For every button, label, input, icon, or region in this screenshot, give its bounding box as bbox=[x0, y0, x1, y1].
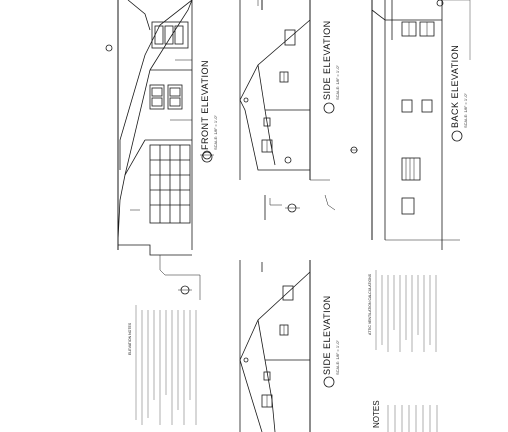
attic-vent-title: ATTIC VENTILATION CALCULATIONS bbox=[368, 273, 372, 335]
notes-title: NOTES bbox=[372, 400, 381, 428]
back-title-symbol bbox=[451, 130, 463, 142]
side-elevation-bottom-drawing bbox=[239, 260, 311, 432]
notes-block bbox=[387, 405, 438, 432]
side-elevation-bottom-title: SIDE ELEVATION bbox=[322, 295, 332, 375]
front-elevation-scale: SCALE: 1/8" = 1'-0" bbox=[213, 115, 218, 150]
back-elevation-scale: SCALE: 1/8" = 1'-0" bbox=[463, 93, 468, 128]
front-title-symbol bbox=[201, 151, 213, 163]
side-elevation-bottom-scale: SCALE: 1/8" = 1'-0" bbox=[335, 340, 340, 375]
back-elevation-drawing bbox=[350, 0, 471, 250]
side-top-title-symbol bbox=[323, 102, 335, 114]
side-elevation-top-drawing bbox=[239, 0, 336, 220]
elevation-notes-title: ELEVATION NOTES bbox=[128, 322, 132, 355]
elevation-notes-block bbox=[135, 305, 197, 425]
front-elevation-title: FRONT ELEVATION bbox=[200, 59, 210, 150]
back-elevation-title: BACK ELEVATION bbox=[450, 44, 460, 128]
front-elevation-drawing bbox=[105, 0, 214, 300]
side-elevation-top-scale: SCALE: 1/8" = 1'-0" bbox=[335, 65, 340, 100]
side-bottom-title-symbol bbox=[323, 376, 335, 388]
attic-vent-block bbox=[375, 270, 437, 352]
side-elevation-top-title: SIDE ELEVATION bbox=[322, 20, 332, 100]
